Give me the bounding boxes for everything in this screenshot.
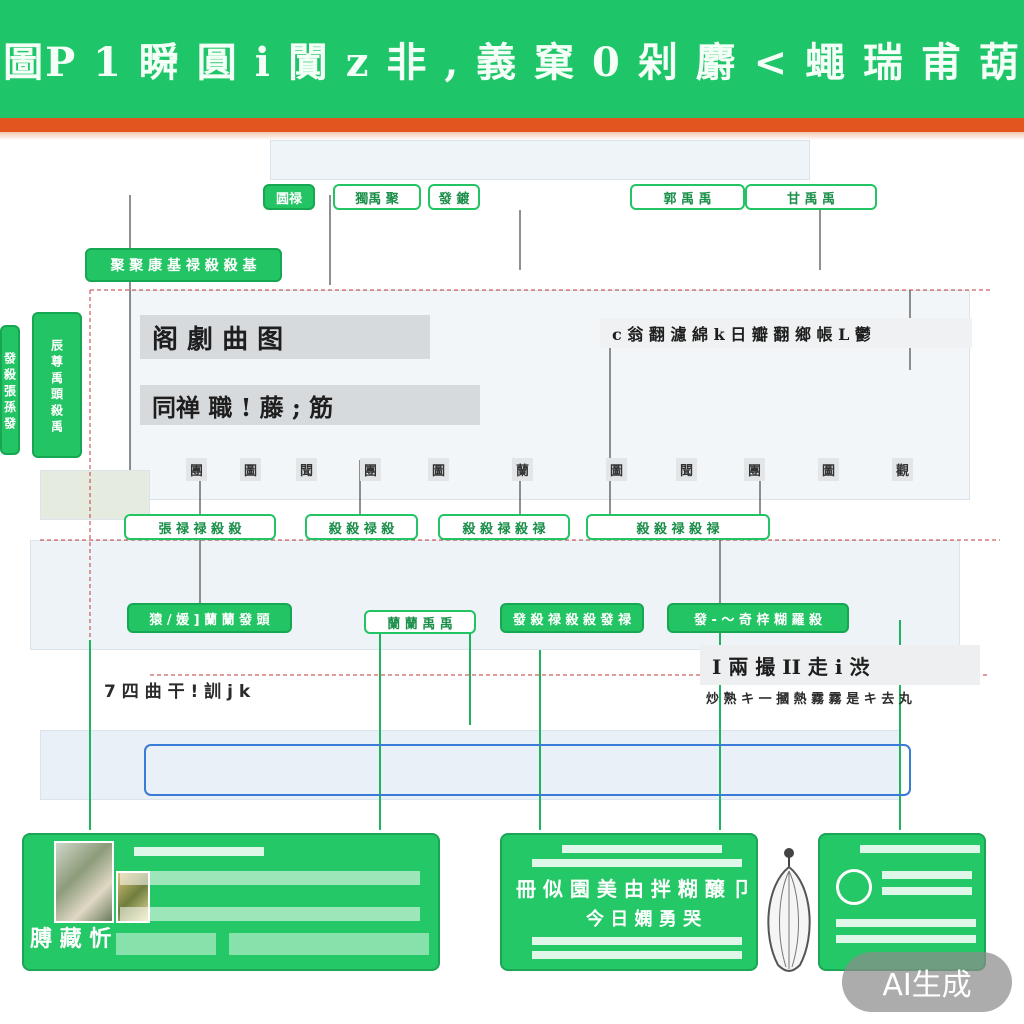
- card-left-textline: [116, 933, 216, 955]
- top-tag-1[interactable]: 圆禄: [263, 184, 315, 210]
- top-tag-3[interactable]: 發 鍍: [428, 184, 480, 210]
- low-tag-2[interactable]: 蘭 蘭 禹 禹: [364, 610, 476, 634]
- node-label-8: 聞: [676, 458, 698, 481]
- decorative-ribbon: [0, 118, 1024, 132]
- node-label-9: 團: [744, 458, 766, 481]
- top-tag-2[interactable]: 獨禹 聚: [333, 184, 421, 210]
- card-mid-line-2: 今 日 嫻 勇 哭: [586, 909, 702, 930]
- mid-tag-1[interactable]: 張 禄 禄 殺 殺: [124, 514, 276, 540]
- left-caption: 7 四 曲 干 ! 訓 j k: [104, 682, 251, 702]
- card-mid-textline: [532, 859, 742, 867]
- section-heading-2: 同禅 職 ! 藤 ; 筋: [140, 385, 480, 425]
- card-right-textline: [860, 845, 980, 853]
- diagram-canvas: 圆禄 獨禹 聚 發 鍍 郭 禹 禹 甘 禹 禹 聚 聚 康 基 禄 殺 殺 基 …: [0, 140, 1024, 1024]
- mid-tag-2[interactable]: 殺 殺 禄 殺: [305, 514, 418, 540]
- card-mid-textline: [562, 845, 722, 853]
- mid-tag-3[interactable]: 殺 殺 禄 殺 禄: [438, 514, 570, 540]
- card-mid-textline: [532, 951, 742, 959]
- node-label-10: 圖: [818, 458, 840, 481]
- node-label-6: 蘭: [512, 458, 534, 481]
- ghost-thumb: [40, 470, 150, 520]
- card-left-textline: [120, 907, 420, 921]
- top-tag-4[interactable]: 郭 禹 禹: [630, 184, 745, 210]
- ai-generated-watermark: AI生成: [842, 952, 1012, 1012]
- ghost-panel-top: [270, 140, 810, 180]
- ribbon-shadow: [0, 132, 1024, 140]
- low-tag-3[interactable]: 發 殺 禄 殺 殺 發 禄: [500, 603, 644, 633]
- node-label-5: 圖: [428, 458, 450, 481]
- side-tag-inner[interactable]: 辰 尊 禹 頭 殺 禹: [32, 312, 82, 458]
- low-tag-4[interactable]: 發 - 〜 奇 梓 糊 羅 殺: [667, 603, 849, 633]
- node-label-7: 圖: [606, 458, 628, 481]
- banner-title: 圖P 1 瞬 圓 i 闐 z 非 , 義 窠 0 剁 麝 < 蠅 瑞 甫 葫: [3, 39, 1021, 86]
- card-left-photo: [54, 841, 114, 923]
- right-caption-sub: 炒 熟 キ 一 摑 熱 霧 霧 是 キ 去 丸: [706, 692, 912, 707]
- card-middle[interactable]: 冊 似 園 美 由 拌 糊 醸 卩 今 日 嫻 勇 哭: [500, 833, 758, 971]
- title-banner: 圖P 1 瞬 圓 i 闐 z 非 , 義 窠 0 剁 麝 < 蠅 瑞 甫 葫: [0, 0, 1024, 118]
- mid-tag-4[interactable]: 殺 殺 禄 殺 禄: [586, 514, 770, 540]
- card-left-title: 膊 藏 忻: [30, 926, 112, 952]
- card-mid-textline: [532, 937, 742, 945]
- low-tag-1[interactable]: 猿 / 媛 ] 蘭 蘭 發 頭: [127, 603, 292, 633]
- card-right-textline: [882, 887, 972, 895]
- top-tag-5[interactable]: 甘 禹 禹: [745, 184, 877, 210]
- node-label-11: 觀: [892, 458, 914, 481]
- card-left-textline: [229, 933, 429, 955]
- card-right[interactable]: [818, 833, 986, 971]
- section-heading-1: 阁 劇 曲 图: [140, 315, 430, 359]
- circle-icon: [836, 869, 872, 905]
- card-left-textline: [120, 871, 420, 885]
- section-heading-right: c 翁 翻 濾 綿 k 日 瓣 翻 鄉 帳 L 鬱: [600, 318, 972, 348]
- card-right-textline: [882, 871, 972, 879]
- card-left-textline: [134, 847, 264, 856]
- node-label-3: 聞: [296, 458, 318, 481]
- node-label-1: 團: [186, 458, 208, 481]
- card-right-textline: [836, 919, 976, 927]
- card-left[interactable]: 膊 藏 忻: [22, 833, 440, 971]
- right-caption-heading: I 兩 撮 II 走 i 渋: [700, 645, 980, 685]
- card-right-textline: [836, 935, 976, 943]
- left-category-label[interactable]: 聚 聚 康 基 禄 殺 殺 基: [85, 248, 282, 282]
- card-mid-line-1: 冊 似 園 美 由 拌 糊 醸 卩: [516, 877, 752, 901]
- side-tag-outer[interactable]: 發 殺 張 孫 發: [0, 325, 20, 455]
- pendant-icon: [767, 848, 811, 972]
- node-label-2: 圖: [240, 458, 262, 481]
- ghost-panel-lower: [40, 730, 900, 800]
- node-label-4: 團: [360, 458, 382, 481]
